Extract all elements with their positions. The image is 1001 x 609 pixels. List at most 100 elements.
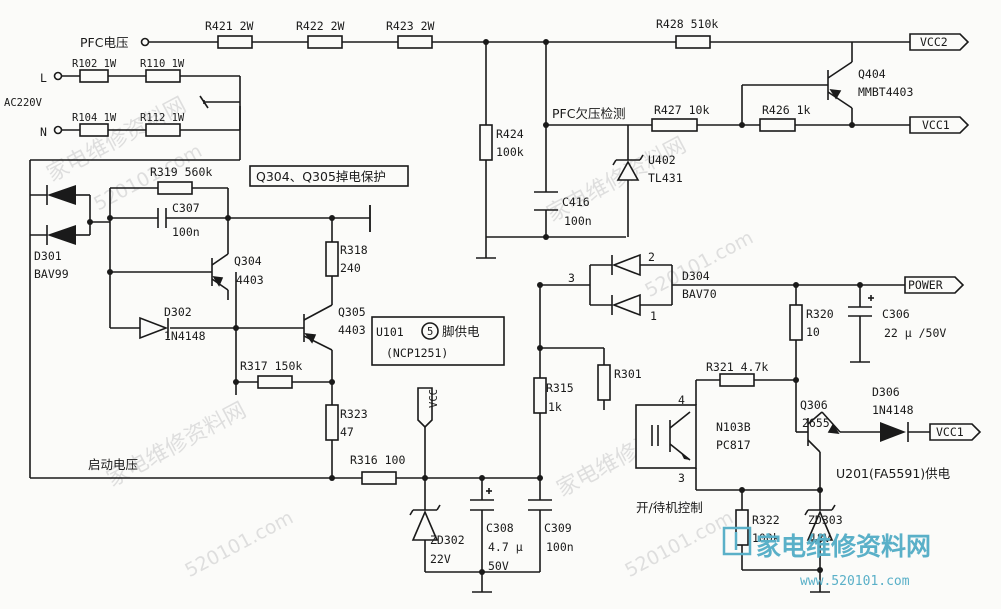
resistor-r301: [597, 364, 611, 401]
label-zd302-val: 22V: [430, 552, 451, 566]
label-c308-val: 4.7 μ: [488, 540, 523, 554]
labels: PFC电压 R421 2W R422 2W R423 2W R428 510k …: [4, 17, 964, 573]
label-c416-val: 100n: [564, 214, 592, 228]
label-q304-part: 4403: [236, 273, 264, 287]
label-d301-part: BAV99: [34, 267, 69, 281]
label-zd303-val: 18V: [810, 531, 831, 545]
label-q306-part: 2655: [802, 416, 830, 430]
label-ac: AC220V: [4, 97, 43, 109]
resistor-r318: [325, 241, 339, 277]
label-d302-part: 1N4148: [164, 329, 206, 343]
connector-vcc: [417, 387, 433, 429]
diode-d304-b: [611, 293, 641, 317]
l-terminal: [53, 71, 63, 81]
label-q305-part: 4403: [338, 323, 366, 337]
label-r320: R320: [806, 307, 834, 321]
label-q404: Q404: [858, 67, 886, 81]
label-ncp: (NCP1251): [386, 346, 448, 360]
q304-arrow: [212, 275, 224, 287]
capacitors: [157, 191, 874, 511]
logo-icon: [722, 526, 752, 556]
resistor-r112: [145, 123, 181, 137]
resistor-r423: [397, 35, 433, 49]
transistors: [211, 61, 853, 478]
label-opto-pin4: 4: [678, 393, 685, 407]
label-n103b: N103B: [716, 420, 751, 434]
resistor-r427: [651, 118, 698, 132]
label-startup: 启动电压: [88, 457, 138, 472]
label-r319: R319 560k: [150, 165, 212, 179]
label-r323-val: 47: [340, 425, 354, 439]
logo-url: www.520101.com: [800, 574, 910, 589]
label-pin3: 3: [568, 271, 575, 285]
pin5-circle: [421, 322, 439, 340]
label-r317: R317 150k: [240, 359, 302, 373]
label-q304: Q304: [234, 254, 262, 268]
diode-d304-a: [611, 253, 641, 277]
label-vcc2: VCC2: [920, 35, 948, 49]
diode-d301-a: [47, 185, 76, 205]
label-r318: R318: [340, 243, 368, 257]
optocoupler-n103b: [635, 404, 697, 469]
label-vcc: VCC: [428, 389, 440, 408]
label-r104: R104 1W: [72, 112, 117, 124]
wires: [29, 41, 930, 593]
resistor-r321: [719, 373, 755, 387]
label-opto-pin3: 3: [678, 471, 685, 485]
diodes: [46, 154, 909, 560]
label-r112: R112 1W: [140, 112, 185, 124]
connector-power: [904, 276, 965, 294]
label-u101-suffix: 脚供电: [442, 324, 480, 339]
diode-u402: [616, 160, 640, 181]
label-r427: R427 10k: [654, 103, 709, 117]
label-r301: R301: [614, 367, 642, 381]
label-d304-part: BAV70: [682, 287, 717, 301]
label-r421: R421 2W: [205, 19, 254, 33]
resistor-r424: [479, 124, 493, 161]
resistor-r426: [759, 118, 796, 132]
label-q306: Q306: [800, 398, 828, 412]
label-n: N: [40, 125, 47, 139]
resistor-r428: [675, 35, 711, 49]
label-u402: U402: [648, 153, 676, 167]
label-r323: R323: [340, 407, 368, 421]
terminals: [53, 37, 150, 135]
label-vcc1-bottom: VCC1: [936, 425, 964, 439]
connectors: [249, 33, 982, 441]
connector-vcc2: [909, 33, 970, 51]
label-r322-val: 100k: [752, 531, 780, 545]
label-d306: D306: [872, 385, 900, 399]
watermark-url: 520101.com: [621, 507, 737, 582]
resistor-r102: [79, 69, 109, 83]
connector-vcc1-bottom: [929, 423, 982, 441]
label-u101: U101: [376, 325, 404, 339]
label-r424: R424: [496, 127, 524, 141]
label-r321: R321 4.7k: [706, 360, 768, 374]
label-d302: D302: [164, 305, 192, 319]
protection-label-box: [249, 165, 409, 187]
pfc-terminal: [140, 37, 150, 47]
label-r426: R426 1k: [762, 103, 811, 117]
label-c308: C308: [486, 521, 514, 535]
label-d304: D304: [682, 269, 710, 283]
label-r315: R315: [546, 381, 574, 395]
label-r320-val: 10: [806, 325, 820, 339]
label-vcc1-top: VCC1: [922, 118, 950, 132]
q305-arrow: [304, 333, 317, 344]
label-r318-val: 240: [340, 261, 361, 275]
label-power: POWER: [908, 278, 943, 292]
label-q305: Q305: [338, 305, 366, 319]
label-c309: C309: [544, 521, 572, 535]
diode-d301-b: [47, 225, 76, 245]
label-d301: D301: [34, 249, 62, 263]
site-logo: 家电维修资料网 www.520101.com: [722, 526, 931, 589]
label-zd303: ZD303: [808, 513, 843, 527]
label-r316: R316 100: [350, 453, 405, 467]
connector-vcc1-top: [909, 116, 970, 134]
resistor-r104: [79, 123, 109, 137]
watermark-url: 520101.com: [181, 507, 297, 582]
resistor-r316: [361, 471, 397, 485]
resistor-r317: [257, 375, 293, 389]
q404-arrow: [829, 89, 842, 100]
